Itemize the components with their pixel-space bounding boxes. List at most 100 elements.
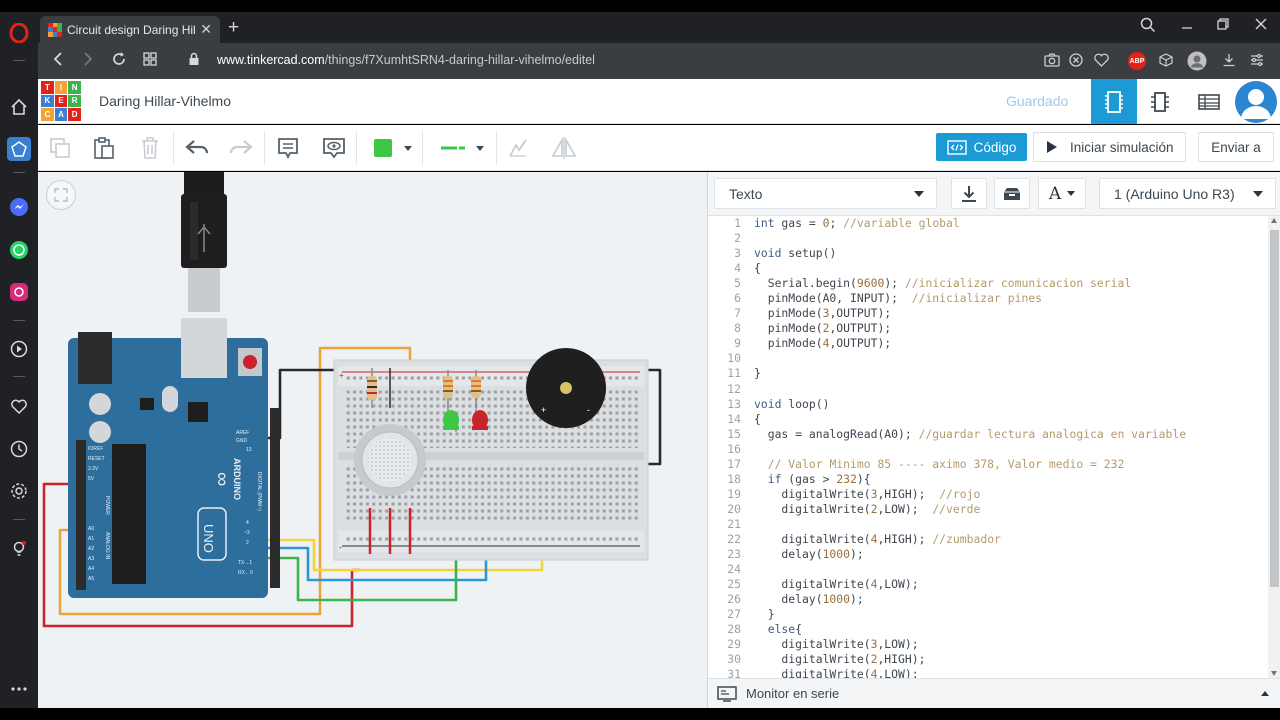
color-picker[interactable]: [368, 134, 418, 162]
code-line[interactable]: 5 Serial.begin(9600); //inicializar comu…: [708, 276, 1268, 291]
circuit-canvas[interactable]: ∞ ARDUINO UNO DIGITAL (PWM~) POWER ANALO…: [38, 172, 707, 708]
settings-icon[interactable]: [7, 479, 31, 503]
project-title[interactable]: Daring Hillar-Vihelmo: [99, 93, 232, 109]
download-icon[interactable]: [951, 178, 987, 209]
cube-icon[interactable]: [1159, 53, 1173, 70]
code-line[interactable]: 14{: [708, 412, 1268, 427]
code-line[interactable]: 10: [708, 351, 1268, 366]
zoom-to-fit-icon[interactable]: [46, 180, 76, 210]
new-tab-icon[interactable]: +: [228, 17, 240, 38]
scroll-up-icon[interactable]: [1271, 218, 1277, 223]
speed-dial-icon[interactable]: [142, 51, 158, 72]
tinkercad-logo[interactable]: T I N K E R C A D: [41, 81, 81, 121]
redo-icon[interactable]: [227, 134, 255, 162]
minimize-icon[interactable]: [1180, 17, 1194, 36]
workspace-icon[interactable]: [7, 137, 31, 161]
code-line[interactable]: 27 }: [708, 607, 1268, 622]
search-tabs-icon[interactable]: [1140, 17, 1156, 38]
reload-icon[interactable]: [111, 51, 127, 72]
code-line[interactable]: 17 // Valor Minimo 85 ---- aximo 378, Va…: [708, 457, 1268, 472]
more-icon[interactable]: [7, 677, 31, 701]
delete-icon[interactable]: [136, 134, 164, 162]
adblock-icon[interactable]: ABP: [1128, 52, 1146, 70]
code-line[interactable]: 28 else{: [708, 622, 1268, 637]
code-line[interactable]: 30 digitalWrite(2,HIGH);: [708, 652, 1268, 667]
bulb-icon[interactable]: [7, 537, 31, 561]
scrollbar-thumb[interactable]: [1270, 230, 1279, 587]
code-line[interactable]: 4{: [708, 261, 1268, 276]
download-browser-icon[interactable]: [1222, 53, 1236, 70]
usb-cable: [181, 172, 227, 312]
align-icon[interactable]: [504, 134, 532, 162]
bookmark-icon[interactable]: [1094, 53, 1109, 70]
whatsapp-icon[interactable]: [7, 238, 31, 262]
code-line[interactable]: 12: [708, 382, 1268, 397]
code-line[interactable]: 25 digitalWrite(4,LOW);: [708, 577, 1268, 592]
url-field[interactable]: www.tinkercad.com/things/f7XumhtSRN4-dar…: [217, 53, 595, 67]
close-tab-icon[interactable]: ✕: [200, 21, 212, 37]
code-line[interactable]: 9 pinMode(4,OUTPUT);: [708, 336, 1268, 351]
device-select[interactable]: 1 (Arduino Uno R3): [1099, 178, 1276, 209]
code-line[interactable]: 20 digitalWrite(2,LOW); //verde: [708, 502, 1268, 517]
code-line[interactable]: 16: [708, 442, 1268, 457]
serial-monitor-bar[interactable]: Monitor en serie: [708, 678, 1280, 708]
view-icon[interactable]: [320, 134, 348, 162]
wire-style-picker[interactable]: [434, 134, 490, 162]
code-line[interactable]: 26 delay(1000);: [708, 592, 1268, 607]
code-line[interactable]: 21: [708, 517, 1268, 532]
easy-setup-icon[interactable]: [1250, 53, 1264, 70]
code-line[interactable]: 29 digitalWrite(3,LOW);: [708, 637, 1268, 652]
back-icon[interactable]: [52, 51, 64, 72]
code-line[interactable]: 8 pinMode(2,OUTPUT);: [708, 321, 1268, 336]
flip-icon[interactable]: [550, 134, 578, 162]
opera-icon[interactable]: [7, 21, 31, 45]
close-window-icon[interactable]: [1254, 17, 1268, 36]
code-line[interactable]: 15 gas = analogRead(A0); //guardar lectu…: [708, 427, 1268, 442]
code-line[interactable]: 6 pinMode(A0, INPUT); //inicializar pine…: [708, 291, 1268, 306]
font-size-button[interactable]: A: [1038, 178, 1086, 209]
code-line[interactable]: 19 digitalWrite(3,HIGH); //rojo: [708, 487, 1268, 502]
profile-icon[interactable]: [1187, 51, 1207, 74]
code-line[interactable]: 18 if (gas > 232){: [708, 472, 1268, 487]
heart-icon[interactable]: [7, 395, 31, 419]
player-icon[interactable]: [7, 337, 31, 361]
code-text: digitalWrite(4,LOW);: [754, 667, 919, 678]
editor-scrollbar[interactable]: [1268, 216, 1280, 678]
undo-icon[interactable]: [183, 134, 211, 162]
shield-icon[interactable]: [1069, 53, 1083, 70]
paste-icon[interactable]: [90, 134, 118, 162]
camera-icon[interactable]: [1044, 53, 1060, 70]
instagram-icon[interactable]: [7, 280, 31, 304]
notes-icon[interactable]: [274, 134, 302, 162]
code-line[interactable]: 23 delay(1000);: [708, 547, 1268, 562]
forward-icon[interactable]: [82, 51, 94, 72]
code-line[interactable]: 22 digitalWrite(4,HIGH); //zumbador: [708, 532, 1268, 547]
circuit-view-button[interactable]: [1091, 79, 1137, 124]
home-icon[interactable]: [7, 95, 31, 119]
copy-icon[interactable]: [46, 134, 74, 162]
user-avatar[interactable]: [1235, 81, 1277, 123]
chevron-up-icon[interactable]: [1261, 691, 1269, 696]
code-button[interactable]: Código: [936, 133, 1027, 161]
code-line[interactable]: 31 digitalWrite(4,LOW);: [708, 667, 1268, 678]
code-line[interactable]: 7 pinMode(3,OUTPUT);: [708, 306, 1268, 321]
schematic-icon[interactable]: [1137, 79, 1183, 124]
code-line[interactable]: 2: [708, 231, 1268, 246]
line-number: 8: [734, 321, 741, 336]
send-to-button[interactable]: Enviar a: [1198, 132, 1274, 162]
messenger-icon[interactable]: [7, 195, 31, 219]
history-icon[interactable]: [7, 437, 31, 461]
start-simulation-button[interactable]: Iniciar simulación: [1033, 132, 1186, 162]
scroll-down-icon[interactable]: [1271, 671, 1277, 676]
bom-icon[interactable]: [1186, 79, 1232, 124]
library-icon[interactable]: [994, 178, 1030, 209]
code-line[interactable]: 11}: [708, 366, 1268, 381]
restore-icon[interactable]: [1216, 17, 1230, 36]
browser-tab[interactable]: Circuit design Daring Hillar ✕: [40, 16, 220, 43]
code-line[interactable]: 24: [708, 562, 1268, 577]
code-mode-select[interactable]: Texto: [714, 178, 937, 209]
